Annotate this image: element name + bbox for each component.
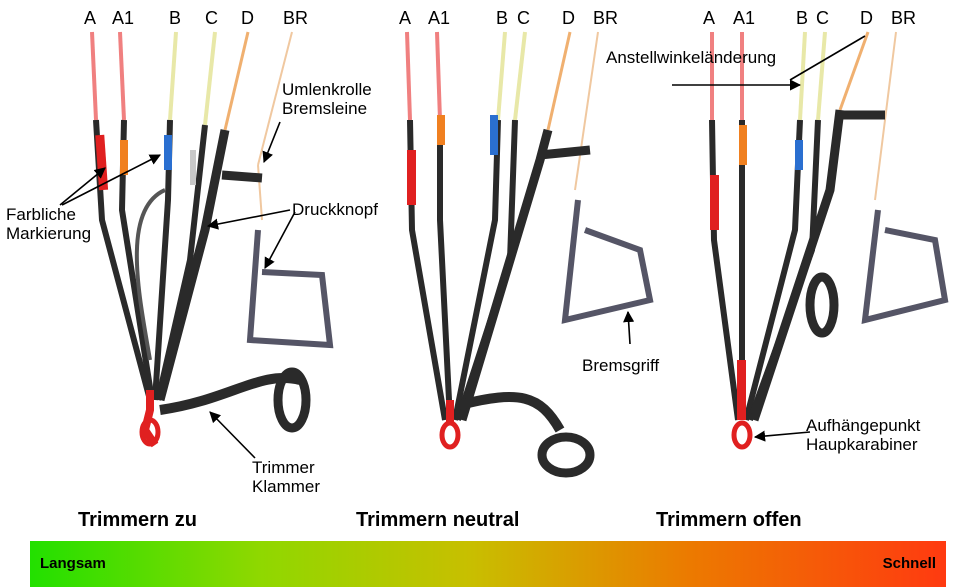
riser-label-c: C (816, 8, 829, 29)
annotation-druckknopf: Druckknopf (292, 200, 378, 219)
speed-label-fast: Schnell (883, 555, 936, 572)
riser-set-open (710, 32, 945, 447)
riser-label-a1: A1 (428, 8, 450, 29)
riser-label-a1: A1 (112, 8, 134, 29)
annotation-aufhaengepunkt: Aufhängepunkt Haupkarabiner (806, 416, 920, 454)
riser-label-b: B (496, 8, 508, 29)
riser-label-br: BR (593, 8, 618, 29)
riser-label-br: BR (891, 8, 916, 29)
speed-gradient-bar: Langsam Schnell (30, 541, 946, 587)
riser-label-b: B (169, 8, 181, 29)
riser-label-c: C (205, 8, 218, 29)
riser-set-neutral (407, 32, 650, 473)
riser-label-c: C (517, 8, 530, 29)
speed-label-slow: Langsam (40, 555, 106, 572)
riser-label-br: BR (283, 8, 308, 29)
annotation-trimmer-klammer: Trimmer Klammer (252, 458, 320, 496)
annotation-umlenkrolle: Umlenkrolle Bremsleine (282, 80, 372, 118)
riser-label-a: A (703, 8, 715, 29)
riser-label-d: D (562, 8, 575, 29)
riser-label-a1: A1 (733, 8, 755, 29)
caption-trimmern-neutral: Trimmern neutral (356, 509, 519, 532)
annotation-bremsgriff: Bremsgriff (582, 356, 659, 375)
riser-label-a: A (84, 8, 96, 29)
annotation-anstellwinkel: Anstellwinkeländerung (606, 48, 776, 67)
riser-label-d: D (860, 8, 873, 29)
caption-trimmern-zu: Trimmern zu (78, 509, 197, 532)
riser-label-d: D (241, 8, 254, 29)
annotation-farbliche-markierung: Farbliche Markierung (6, 205, 91, 243)
riser-label-a: A (399, 8, 411, 29)
riser-label-b: B (796, 8, 808, 29)
caption-trimmern-offen: Trimmern offen (656, 509, 802, 532)
